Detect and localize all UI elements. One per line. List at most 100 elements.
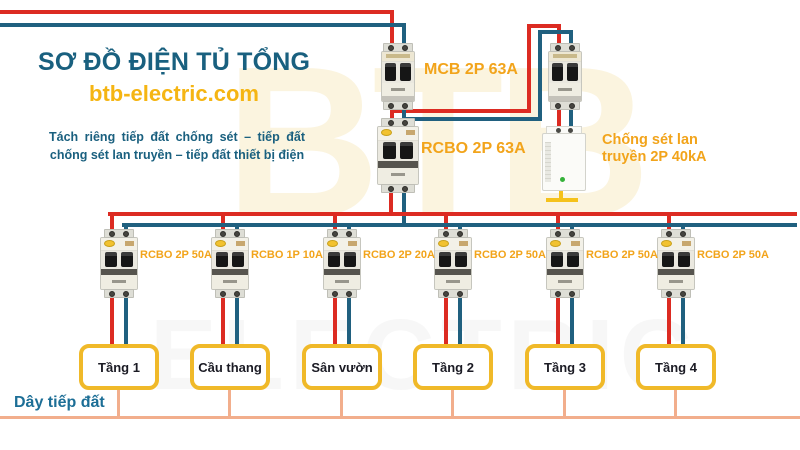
ground-wire (228, 390, 231, 418)
live-wire (390, 109, 531, 113)
breaker-body (323, 237, 361, 290)
breaker-label-strip (549, 52, 581, 62)
breaker-rating-area (101, 275, 137, 289)
neutral-wire (538, 30, 542, 121)
breaker-bottom-terminals (438, 289, 468, 298)
surge-protector-label: Chống sét lan truyền 2P 40kA (602, 132, 707, 166)
breaker-label-strip (382, 52, 414, 62)
live-wire (527, 24, 531, 113)
surge-branch-breaker (548, 43, 582, 110)
breaker-body (377, 126, 419, 185)
breaker-body (100, 237, 138, 290)
neutral-wire (538, 30, 573, 34)
breaker-rating-area (378, 168, 418, 184)
breaker-top-terminals (661, 229, 691, 238)
live-wire (110, 212, 114, 234)
branch-breaker-1-label: RCBO 2P 50A (140, 249, 212, 261)
circuit-box-tang-4: Tầng 4 (636, 344, 716, 390)
breaker-label-strip (658, 238, 694, 251)
breaker-top-terminals (104, 229, 134, 238)
breaker-toggle-switches (549, 62, 581, 83)
breaker-body (211, 237, 249, 290)
breaker-bottom-terminals (381, 184, 415, 193)
branch-breaker-3-label: RCBO 2P 20A (363, 249, 435, 261)
website-text: btb-electric.com (89, 81, 259, 106)
breaker-top-terminals (215, 229, 245, 238)
neutral-wire (569, 30, 573, 50)
breaker-toggle-switches (378, 141, 418, 161)
breaker-toggle-switches (435, 251, 471, 269)
live-wire (557, 24, 561, 50)
live-wire (390, 10, 394, 50)
circuit-box-tang-1: Tầng 1 (79, 344, 159, 390)
ground-symbol (546, 198, 578, 202)
breaker-band (101, 269, 137, 275)
live-bus (108, 212, 797, 216)
breaker-band (549, 96, 581, 101)
breaker-band (382, 96, 414, 101)
breaker-bottom-terminals (661, 289, 691, 298)
breaker-rating-area (547, 275, 583, 289)
branch-breaker-4-label: RCBO 2P 50A (474, 249, 546, 261)
circuit-box-tang-3: Tầng 3 (525, 344, 605, 390)
breaker-label-strip (324, 238, 360, 251)
breaker-band (547, 269, 583, 275)
breaker-label-strip (547, 238, 583, 251)
breaker-bottom-terminals (215, 289, 245, 298)
breaker-band (212, 269, 248, 275)
breaker-band (324, 269, 360, 275)
main-mcb-breaker (381, 43, 415, 110)
branch-breaker-5 (546, 229, 584, 298)
diagram-note: Tách riêng tiếp đất chống sét – tiếp đất… (27, 128, 327, 164)
breaker-top-terminals (383, 43, 413, 52)
rcbo-label: RCBO 2P 63A (421, 140, 526, 157)
breaker-top-terminals (381, 118, 415, 127)
breaker-body (434, 237, 472, 290)
breaker-bottom-terminals (550, 101, 580, 110)
ground-wire (674, 390, 677, 418)
breaker-toggle-switches (101, 251, 137, 269)
live-service-line (0, 10, 394, 14)
breaker-rating-area (435, 275, 471, 289)
branch-breaker-5-label: RCBO 2P 50A (586, 249, 658, 261)
neutral-wire (402, 23, 406, 50)
neutral-service-line (0, 23, 406, 27)
breaker-bottom-terminals (327, 289, 357, 298)
live-wire (333, 288, 337, 347)
surge-protector-device (542, 126, 586, 191)
ground-bus-line (0, 416, 800, 419)
breaker-rating-area (212, 275, 248, 289)
breaker-label-strip (378, 127, 418, 141)
branch-breaker-2-label: RCBO 1P 10A (251, 249, 323, 261)
breaker-band (378, 161, 418, 168)
breaker-label-strip (435, 238, 471, 251)
breaker-rating-area (324, 275, 360, 289)
neutral-wire (124, 288, 128, 347)
breaker-top-terminals (550, 43, 580, 52)
neutral-wire (681, 288, 685, 347)
page-title: SƠ ĐỒ ĐIỆN TỦ TỔNG (38, 48, 311, 76)
live-wire (527, 24, 561, 28)
breaker-label-strip (212, 238, 248, 251)
circuit-box-tang-2: Tầng 2 (413, 344, 493, 390)
neutral-wire (569, 102, 573, 132)
branch-breaker-4 (434, 229, 472, 298)
note-line-1: Tách riêng tiếp đất chống sét – tiếp đất (49, 130, 305, 144)
breaker-toggle-switches (382, 62, 414, 83)
breaker-body (657, 237, 695, 290)
breaker-bottom-terminals (104, 289, 134, 298)
breaker-body (381, 51, 415, 102)
breaker-toggle-switches (324, 251, 360, 269)
live-wire (556, 288, 560, 347)
main-rcbo-breaker (377, 118, 419, 193)
breaker-toggle-switches (547, 251, 583, 269)
breaker-body (548, 51, 582, 102)
live-wire (444, 288, 448, 347)
breaker-top-terminals (550, 229, 580, 238)
live-wire (110, 288, 114, 347)
neutral-wire (403, 117, 542, 121)
ground-wire (117, 390, 120, 418)
breaker-toggle-switches (658, 251, 694, 269)
live-wire (557, 102, 561, 132)
